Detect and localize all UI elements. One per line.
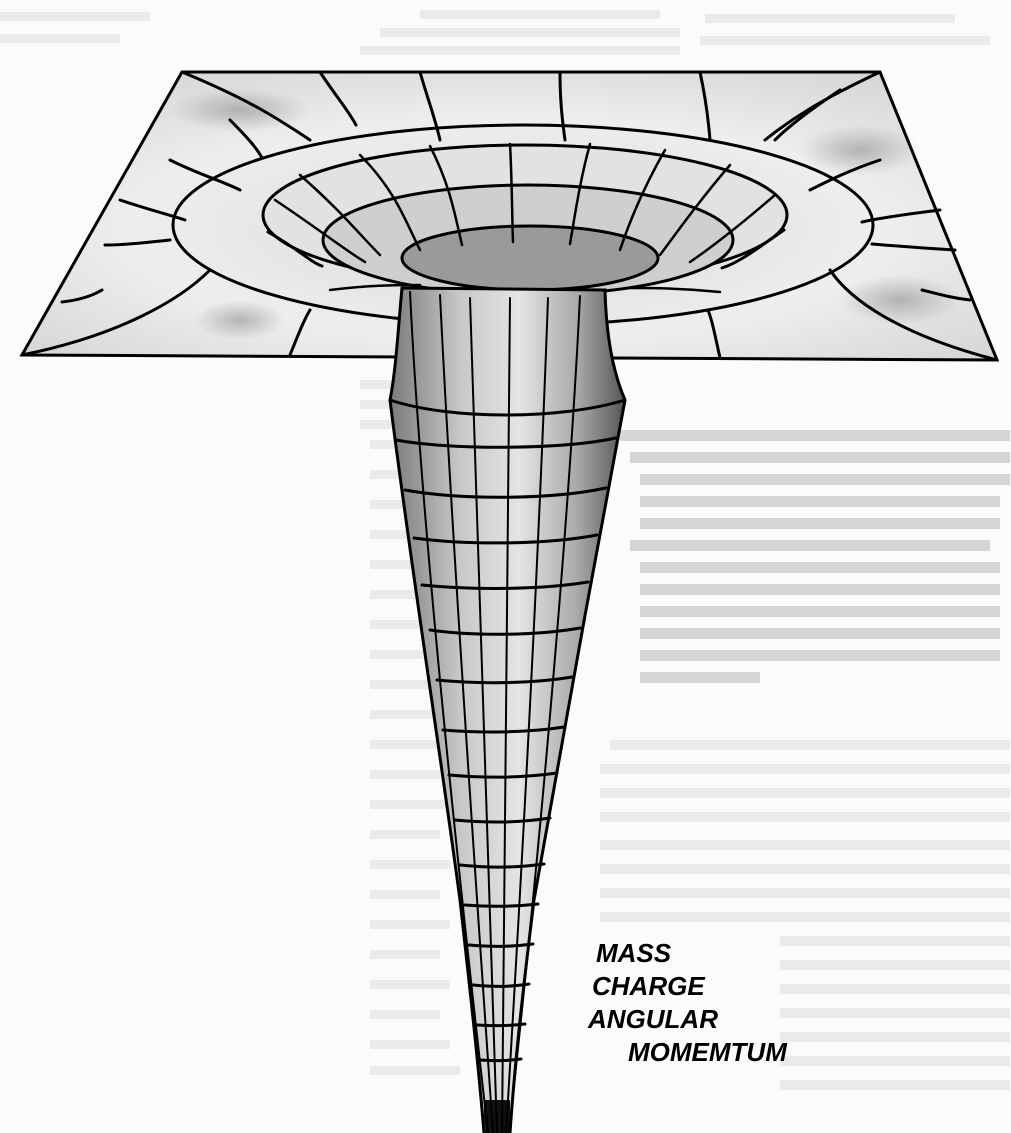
label-charge: CHARGE — [592, 971, 705, 1001]
label-mass: MASS — [596, 938, 672, 968]
property-labels: MASS CHARGE ANGULAR MOMEMTUM — [587, 938, 788, 1067]
label-momentum: MOMEMTUM — [628, 1037, 788, 1067]
label-angular: ANGULAR — [587, 1004, 718, 1034]
